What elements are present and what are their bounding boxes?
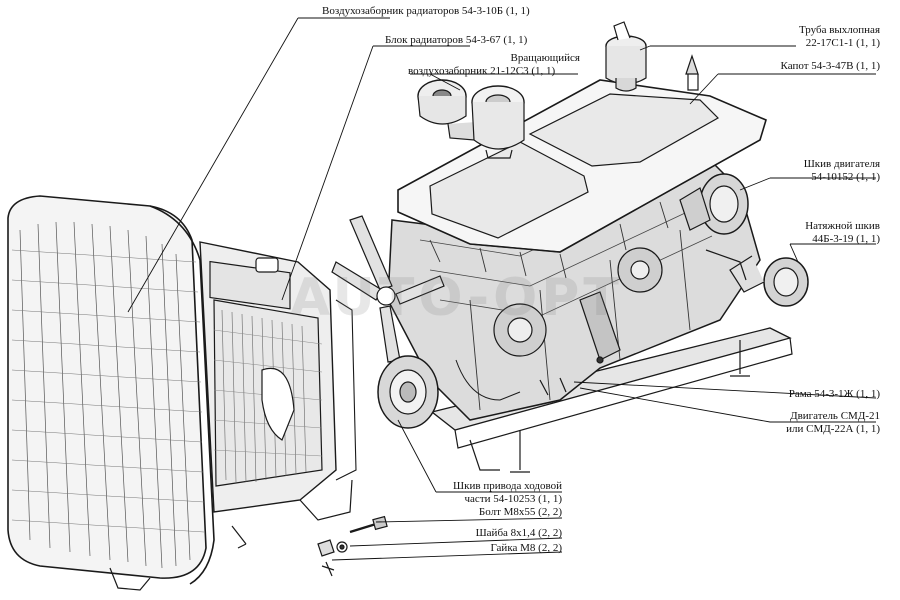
engine-block	[387, 149, 761, 421]
label-drive-pulley-2: части 54-10253 (1, 1)	[464, 493, 562, 505]
label-washer: Шайба 8х1,4 (2, 2)	[475, 527, 562, 539]
label-nut: Гайка М8 (2, 2)	[490, 542, 562, 554]
label-exhaust-pipe-1: Труба выхлопная	[798, 24, 880, 36]
watermark: AUTO-OPT	[290, 268, 623, 328]
leader-lines	[127, 17, 877, 561]
cooling-fan	[331, 215, 445, 363]
label-engine-1: Двигатель СМД-21	[790, 410, 880, 422]
tension-pulley	[705, 249, 809, 307]
label-radiator-block: Блок радиаторов 54-3-67 (1, 1)	[385, 34, 528, 46]
label-tension-pulley-1: Натяжной шкив	[805, 220, 880, 232]
radiator-block	[199, 241, 357, 549]
label-bolt: Болт М8х55 (2, 2)	[478, 506, 562, 518]
rotating-air-intake	[417, 79, 525, 159]
label-tension-pulley-2: 44Б-3-19 (1, 1)	[812, 233, 880, 245]
label-exhaust-pipe-2: 22-17С1-1 (1, 1)	[805, 37, 880, 49]
fasteners	[317, 515, 388, 577]
label-engine-pulley-1: Шкив двигателя	[803, 158, 880, 170]
label-drive-pulley-1: Шкив привода ходовой	[453, 480, 562, 492]
label-engine-pulley-2: 54-10152 (1, 1)	[811, 171, 880, 183]
label-frame: Рама 54-3-1Ж (1, 1)	[788, 388, 880, 400]
drive-pulley	[377, 355, 439, 429]
label-engine-2: или СМД-22А (1, 1)	[786, 423, 880, 435]
radiator-air-intake-grille	[7, 195, 215, 591]
hood	[397, 79, 767, 279]
label-rotating-intake-2: воздухозаборник 21-12С3 (1, 1)	[408, 65, 556, 77]
exhaust-pipe	[605, 21, 699, 92]
label-air-intake-radiators: Воздухозаборник радиаторов 54-3-10Б (1, …	[322, 5, 530, 17]
label-hood: Капот 54-3-47В (1, 1)	[780, 60, 880, 72]
label-rotating-intake-1: Вращающийся	[510, 52, 580, 64]
engine-pulley	[679, 173, 749, 235]
